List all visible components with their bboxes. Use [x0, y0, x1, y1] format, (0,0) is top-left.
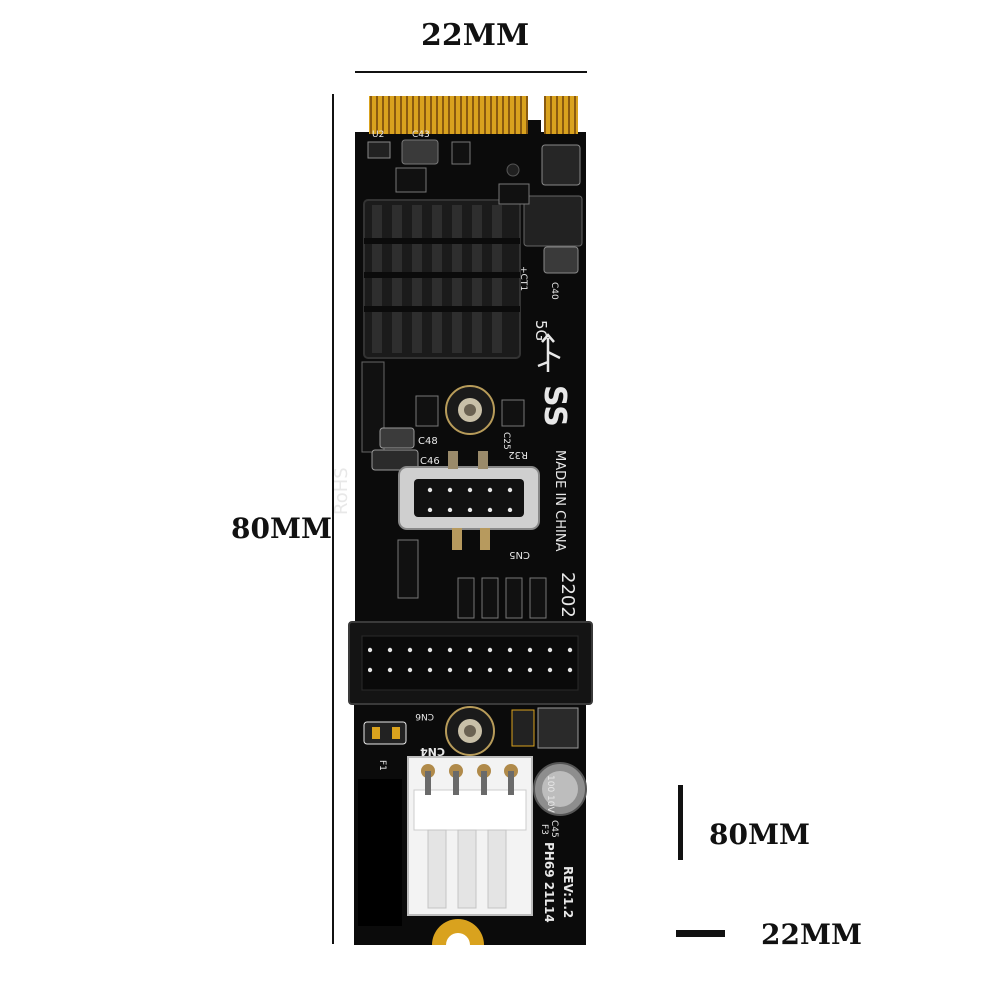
width-dimension-line [355, 71, 587, 73]
label-f1: F1 [377, 760, 387, 771]
legend-vertical-bar [678, 785, 683, 860]
height-dimension-line [332, 94, 334, 944]
label-cn6: CN6 [415, 711, 434, 721]
label-c46: C46 [420, 456, 440, 467]
electrolytic-capacitor: 100 10V [533, 762, 587, 816]
usb3-19pin-header [348, 621, 593, 705]
label-r32: R32 [508, 449, 528, 460]
usb-logo-text: SS [537, 385, 572, 427]
type-e-connector [398, 451, 540, 550]
label-c40: C40 [549, 282, 559, 300]
width-dimension-label: 22MM [421, 18, 530, 53]
label-revision: REV:1.2 [561, 866, 575, 918]
label-c25-c26: C25 [501, 432, 511, 450]
height-dimension-label: 80MM [231, 512, 332, 545]
capacitor-value: 100 10V [545, 775, 555, 813]
label-rohs: RoHS [331, 467, 352, 515]
legend-horizontal-bar [676, 930, 725, 937]
label-c45: C45 [549, 820, 559, 838]
legend-vertical-label: 80MM [709, 818, 810, 851]
label-model: PH69 21L14 [542, 842, 556, 923]
mounting-hole-upper [445, 385, 495, 435]
fuse-f1 [363, 721, 407, 745]
label-u2: U2 [372, 130, 384, 140]
heatsink [363, 199, 521, 359]
label-made-in-china: MADE IN CHINA [552, 450, 567, 552]
middle-smd-components [397, 539, 547, 619]
top-smd-components [367, 139, 583, 274]
legend-horizontal-label: 22MM [761, 918, 862, 951]
edge-fingers-left [369, 96, 528, 134]
left-resistor-array [361, 361, 525, 471]
label-cn5: CN5 [509, 549, 530, 560]
mounting-hole-lower [445, 706, 495, 756]
usb-trident-icon [537, 333, 561, 372]
usb-speed-text: 5G [532, 320, 550, 341]
label-c48: C48 [418, 436, 438, 447]
label-cn4: CN4 [420, 745, 445, 758]
label-date-code: 2202 [557, 572, 578, 618]
label-ct1: +CT1 [518, 266, 528, 291]
edge-fingers-right [544, 96, 578, 134]
right-smd-components [511, 707, 579, 749]
power-4pin-connector [407, 756, 533, 916]
bottom-notch [432, 919, 484, 945]
label-c43: C43 [412, 130, 430, 140]
label-f3: F3 [539, 824, 549, 835]
foam-pad [358, 779, 402, 926]
usb-superspeed-logo: SS 5G [532, 320, 572, 427]
